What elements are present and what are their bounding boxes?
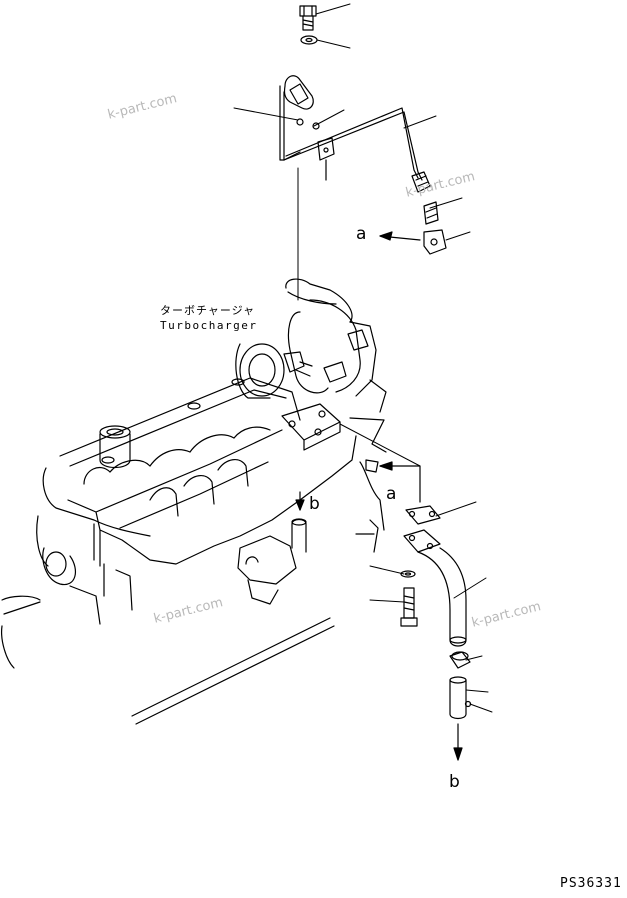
oil-return-port: [237, 518, 307, 605]
turbocharger-label-jp: ターボチャージャ: [160, 304, 256, 317]
turbocharger-label-en: Turbocharger: [160, 319, 258, 332]
inlet-tube-pipe: [283, 107, 423, 181]
return-pipe: [417, 547, 467, 647]
inlet-connector: [423, 201, 439, 225]
block-edge-lines: [131, 617, 335, 725]
figure-code: PS36331: [560, 876, 622, 891]
top-washer: [300, 35, 318, 45]
top-bolt: [299, 5, 317, 31]
view-label-a-top: a: [356, 224, 367, 244]
view-label-b-mid: b: [309, 494, 320, 514]
view-label-a-mid: a: [386, 484, 397, 504]
turbocharger: [235, 278, 377, 399]
engine-block: [1, 515, 133, 669]
inlet-tube-nut: [411, 171, 431, 193]
view-arrow-b-mid: [295, 491, 305, 511]
view-arrow-b-bottom: [453, 723, 463, 761]
exhaust-manifold: [42, 377, 357, 567]
washer-small: [296, 118, 304, 126]
right-leader-lines: [369, 501, 493, 713]
top-leader-lines: [233, 3, 471, 241]
return-flange: [403, 529, 441, 553]
return-bolt: [400, 587, 418, 627]
return-cap: [449, 651, 471, 669]
inlet-tube-clamp: [317, 137, 335, 181]
head-outlets: [99, 378, 245, 469]
leader-manifold: [339, 423, 421, 467]
return-washer: [400, 570, 416, 578]
manifold-right-edge: [349, 379, 387, 553]
view-arrow-a-top: [379, 231, 421, 241]
inlet-elbow: [423, 229, 447, 255]
turbo-flange: [281, 403, 341, 451]
return-gasket: [405, 505, 441, 525]
view-label-b-bottom: b: [449, 772, 460, 792]
return-hose: [449, 676, 472, 720]
washer-small-2: [312, 122, 320, 130]
